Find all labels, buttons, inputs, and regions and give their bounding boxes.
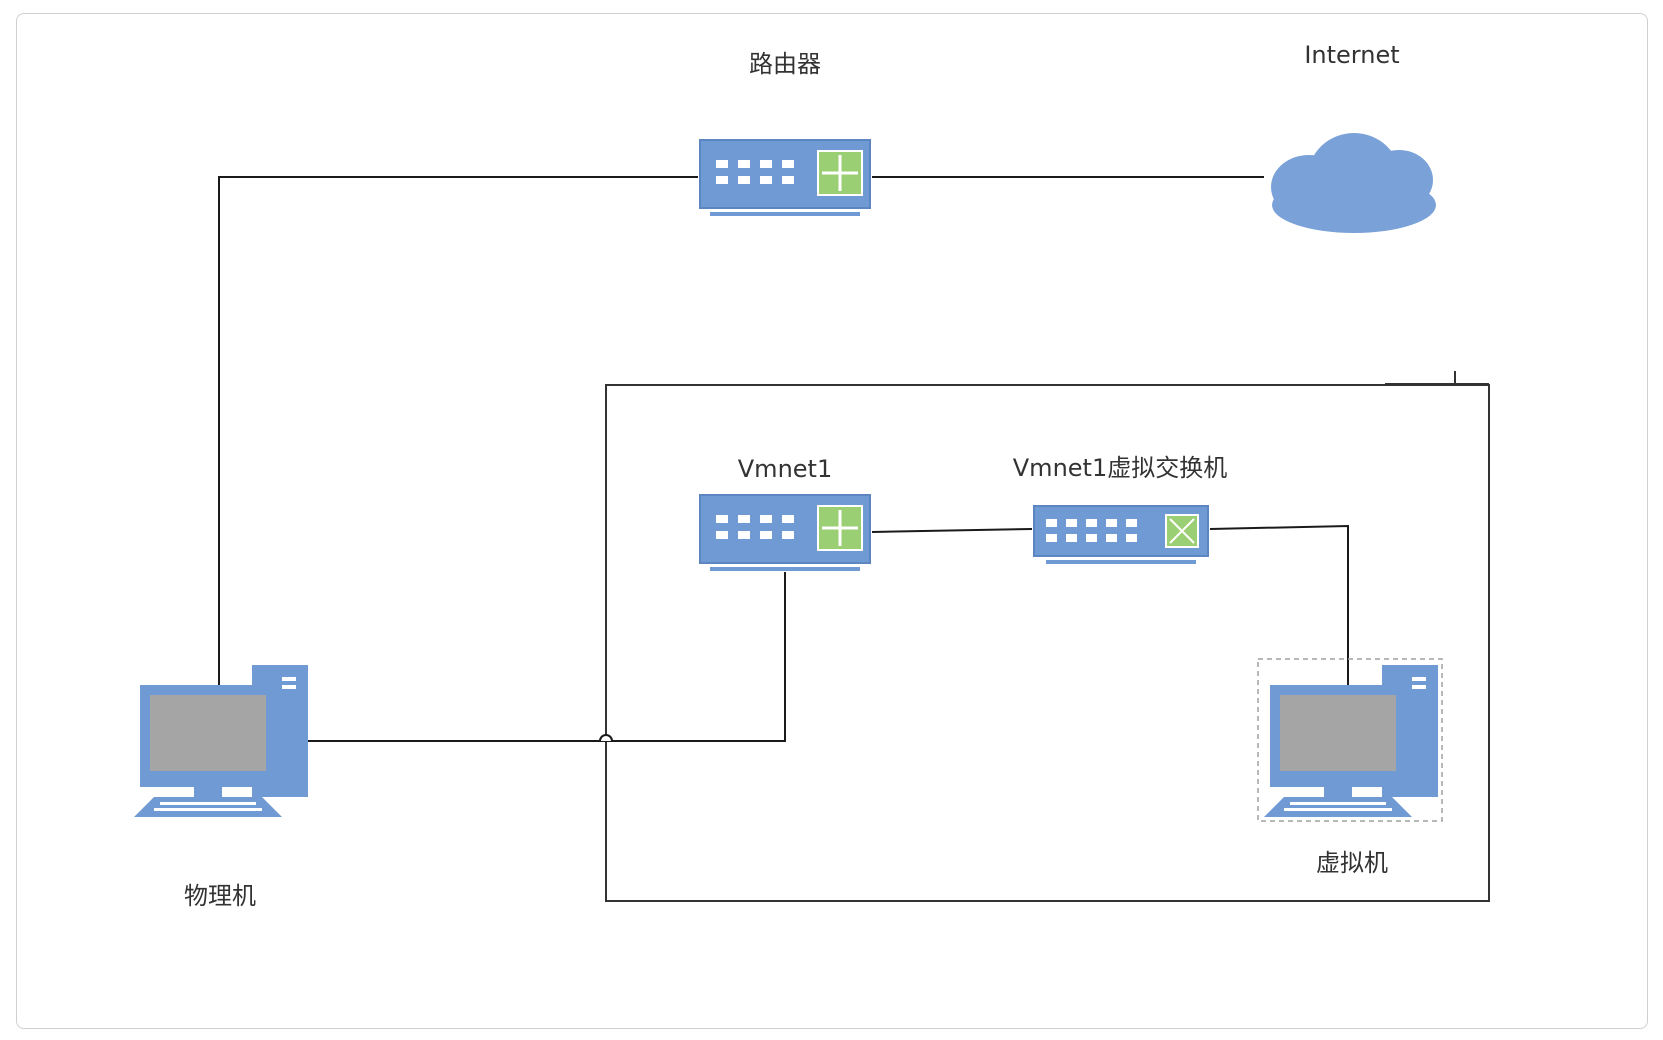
vswitch-label: Vmnet1虚拟交换机 bbox=[1013, 454, 1227, 482]
desktop-computer-icon bbox=[134, 665, 308, 817]
line-crossing-hop bbox=[599, 734, 613, 742]
internet-label: Internet bbox=[1304, 41, 1399, 69]
virtual-network-boundary bbox=[605, 384, 1490, 902]
vmnet1-router-icon bbox=[699, 494, 871, 571]
virtual-computer-icon bbox=[1257, 658, 1443, 822]
link-vswitch-vm bbox=[1209, 524, 1349, 688]
router-label: 路由器 bbox=[749, 50, 821, 78]
router-icon bbox=[698, 138, 872, 216]
link-vmnet1-vswitch bbox=[871, 528, 1033, 533]
switch-icon bbox=[1033, 505, 1209, 564]
link-physical-router bbox=[218, 176, 698, 688]
vmnet1-label: Vmnet1 bbox=[738, 455, 832, 483]
cloud-icon bbox=[1271, 133, 1436, 233]
physical-label: 物理机 bbox=[184, 882, 256, 910]
link-physical-vmnet1 bbox=[308, 572, 786, 742]
vm-label: 虚拟机 bbox=[1316, 849, 1388, 877]
